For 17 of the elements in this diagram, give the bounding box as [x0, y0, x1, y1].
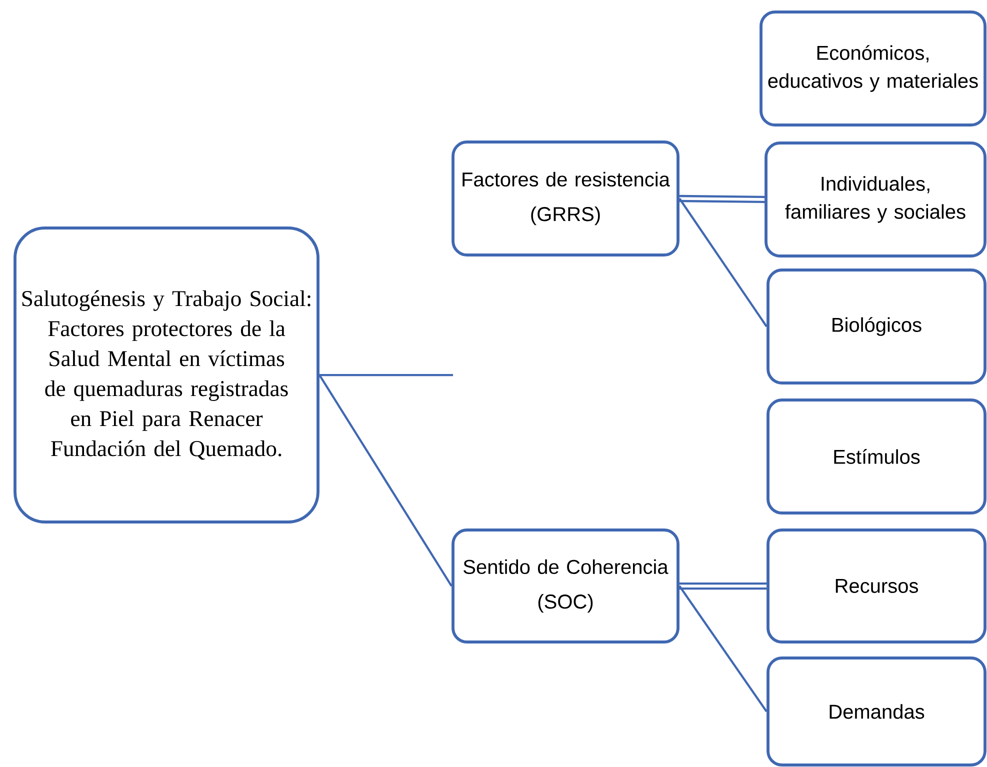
connector-line	[319, 374, 453, 376]
concept-box: Recursos	[766, 528, 986, 644]
concept-box: Económicos, educativos y materiales	[760, 10, 986, 126]
concept-box: Individuales, familiares y sociales	[764, 142, 986, 258]
concept-box: Salutogénesis y Trabajo Social: Factores protectores de la Salud Mental en víctimas de quemaduras registradas en Piel para Renacer Fundación del Quemado.	[14, 226, 320, 524]
connector-line	[679, 587, 767, 590]
concept-box: Sentido de Coherencia (SOC)	[452, 528, 680, 644]
connector-line	[679, 194, 765, 198]
concept-box: Factores de resistencia (GRRS)	[452, 140, 680, 256]
concept-box: Biológicos	[766, 268, 986, 384]
connector-line	[679, 200, 765, 204]
connector-line	[318, 374, 452, 587]
concept-box: Demandas	[766, 656, 986, 766]
connector-line	[678, 585, 768, 712]
connector-line	[678, 198, 768, 328]
concept-box: Estímulos	[766, 398, 986, 514]
connector-line	[679, 582, 767, 585]
